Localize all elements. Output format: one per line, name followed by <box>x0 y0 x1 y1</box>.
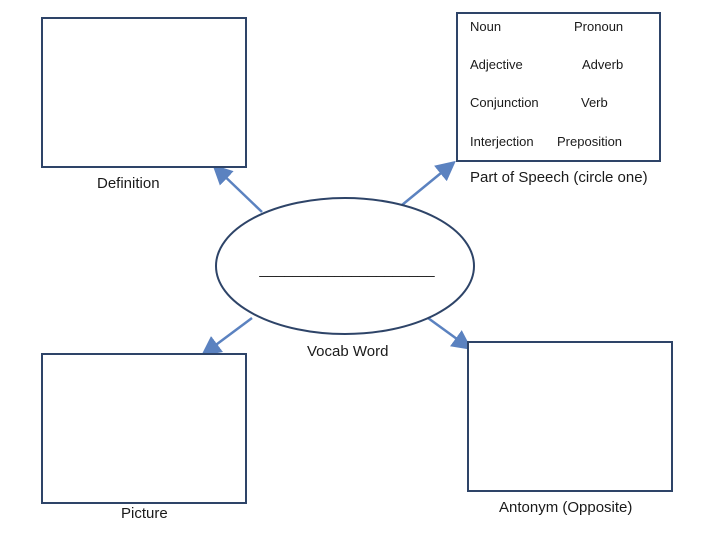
part-of-speech-label: Part of Speech (circle one) <box>470 169 648 186</box>
arrow-to-antonym <box>427 316 473 350</box>
option-pronoun[interactable]: Pronoun <box>574 19 624 34</box>
antonym-label: Antonym (Opposite) <box>499 499 633 516</box>
option-conjunction[interactable]: Conjunction <box>470 95 539 110</box>
vocab-word-ellipse <box>215 197 475 335</box>
picture-box[interactable] <box>41 353 247 504</box>
definition-box[interactable] <box>41 17 247 168</box>
definition-label: Definition <box>97 175 160 192</box>
option-preposition[interactable]: Preposition <box>557 134 623 149</box>
picture-label: Picture <box>121 505 168 522</box>
vocab-word-label: Vocab Word <box>307 343 389 360</box>
part-of-speech-box: Noun Pronoun Adjective Adverb Conjunctio… <box>456 12 661 162</box>
antonym-box[interactable] <box>467 341 673 492</box>
option-verb[interactable]: Verb <box>581 95 608 110</box>
option-adjective[interactable]: Adjective <box>470 57 523 72</box>
option-noun[interactable]: Noun <box>470 19 502 34</box>
option-adverb[interactable]: Adverb <box>582 57 624 72</box>
arrow-to-definition <box>212 164 263 213</box>
vocab-word-blank[interactable]: _____________________ <box>258 261 435 278</box>
option-interjection[interactable]: Interjection <box>470 134 534 149</box>
arrow-to-picture <box>200 316 253 356</box>
arrow-to-part-of-speech <box>401 160 456 206</box>
